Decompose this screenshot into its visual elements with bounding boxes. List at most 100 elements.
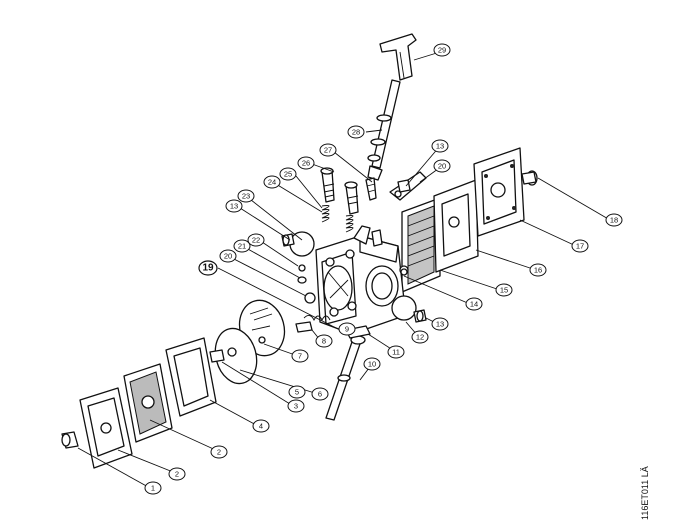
callout-label: 13 bbox=[230, 202, 238, 211]
callout-ring bbox=[433, 43, 451, 57]
callout-ring bbox=[315, 334, 333, 348]
callout-c28: 28 bbox=[347, 125, 365, 139]
callout-label: 25 bbox=[284, 170, 292, 179]
callout-c15: 15 bbox=[495, 283, 513, 297]
callout-ring bbox=[571, 239, 589, 253]
callout-label: 8 bbox=[322, 337, 326, 346]
callout-ring bbox=[252, 419, 270, 433]
callout-label: 15 bbox=[500, 286, 508, 295]
callout-ring bbox=[210, 445, 228, 459]
callout-label: 18 bbox=[610, 216, 618, 225]
choke-shaft bbox=[325, 335, 366, 421]
callout-c9: 9 bbox=[338, 322, 356, 336]
callout-label: 27 bbox=[324, 146, 332, 155]
callout-c14: 14 bbox=[465, 297, 483, 311]
callout-ring bbox=[291, 349, 309, 363]
callout-c27: 27 bbox=[319, 143, 337, 157]
pump-diaphragm bbox=[433, 179, 479, 273]
needle-spring-19 bbox=[303, 315, 331, 322]
cover-screw bbox=[521, 170, 538, 186]
small-spring-20 bbox=[304, 292, 316, 304]
callout-ring bbox=[495, 283, 513, 297]
choke-valve-disc bbox=[391, 295, 417, 321]
callout-label: 20 bbox=[224, 252, 232, 261]
callout-ring bbox=[237, 189, 255, 203]
callout-ring bbox=[338, 322, 356, 336]
callout-label: 3 bbox=[294, 402, 298, 411]
pump-gasket bbox=[401, 197, 441, 293]
adjustment-screw-left bbox=[320, 167, 335, 203]
spring-right bbox=[345, 215, 354, 233]
metering-cover bbox=[79, 387, 133, 469]
callout-c5: 5 bbox=[288, 385, 306, 399]
callout-c7: 7 bbox=[291, 349, 309, 363]
callout-ring bbox=[198, 260, 218, 276]
callout-c20a: 20 bbox=[219, 249, 237, 263]
adjustment-screw-right bbox=[344, 181, 359, 215]
callout-c3: 3 bbox=[287, 399, 305, 413]
callout-label: 23 bbox=[242, 192, 250, 201]
callout-c2b: 2 bbox=[210, 445, 228, 459]
callout-c17: 17 bbox=[571, 239, 589, 253]
callout-label: 13 bbox=[436, 142, 444, 151]
callout-c20b: 20 bbox=[433, 159, 451, 173]
callout-ring bbox=[411, 330, 429, 344]
callout-ring bbox=[144, 481, 162, 495]
callout-c10: 10 bbox=[363, 357, 381, 371]
callout-ring bbox=[225, 199, 243, 213]
throttle-lever bbox=[379, 33, 417, 81]
callout-label: 13 bbox=[436, 320, 444, 329]
callout-label: 29 bbox=[438, 46, 446, 55]
callout-ring bbox=[363, 357, 381, 371]
screw-13-right bbox=[413, 309, 427, 323]
plate-screw-top bbox=[397, 179, 411, 193]
pump-cover bbox=[473, 147, 525, 237]
callout-ring bbox=[387, 345, 405, 359]
callout-label: 5 bbox=[295, 388, 299, 397]
callout-c8: 8 bbox=[315, 334, 333, 348]
callout-ring bbox=[263, 175, 281, 189]
callout-ring bbox=[465, 297, 483, 311]
callout-c2a: 2 bbox=[168, 467, 186, 481]
callout-ring bbox=[319, 143, 337, 157]
callout-label: 28 bbox=[352, 128, 360, 137]
callout-label: 10 bbox=[368, 360, 376, 369]
callout-c22: 22 bbox=[247, 233, 265, 247]
callout-ring bbox=[605, 213, 623, 227]
callout-ring bbox=[288, 385, 306, 399]
callout-c13a: 13 bbox=[225, 199, 243, 213]
callout-c26: 26 bbox=[297, 156, 315, 170]
callout-ring bbox=[311, 387, 329, 401]
callout-label: 16 bbox=[534, 266, 542, 275]
callout-c1: 1 bbox=[144, 481, 162, 495]
small-part-14 bbox=[400, 268, 408, 276]
callout-label: 22 bbox=[252, 236, 260, 245]
callout-c12: 12 bbox=[411, 330, 429, 344]
callout-ring bbox=[168, 467, 186, 481]
callout-c29: 29 bbox=[433, 43, 451, 57]
callout-label: 2 bbox=[217, 448, 221, 457]
callout-c13c: 13 bbox=[431, 317, 449, 331]
spring-left bbox=[321, 205, 330, 223]
small-ball-22 bbox=[298, 264, 306, 272]
callout-label: 19 bbox=[202, 263, 214, 274]
callout-ring bbox=[431, 139, 449, 153]
small-screw-5 bbox=[209, 349, 225, 363]
callout-label: 2 bbox=[175, 470, 179, 479]
callout-c11: 11 bbox=[387, 345, 405, 359]
callout-c25: 25 bbox=[279, 167, 297, 181]
callout-c23: 23 bbox=[237, 189, 255, 203]
metering-gasket bbox=[165, 337, 217, 417]
drawing-code: 116ET011 LÄ bbox=[640, 466, 650, 520]
callout-c6: 6 bbox=[311, 387, 329, 401]
callout-ring bbox=[433, 159, 451, 173]
fuel-diaphragm bbox=[123, 363, 173, 443]
callout-label: 7 bbox=[298, 352, 302, 361]
callout-label: 1 bbox=[151, 484, 155, 493]
callout-ring bbox=[219, 249, 237, 263]
callout-label: 17 bbox=[576, 242, 584, 251]
callout-c19: 19 bbox=[198, 260, 218, 276]
callout-ring bbox=[529, 263, 547, 277]
